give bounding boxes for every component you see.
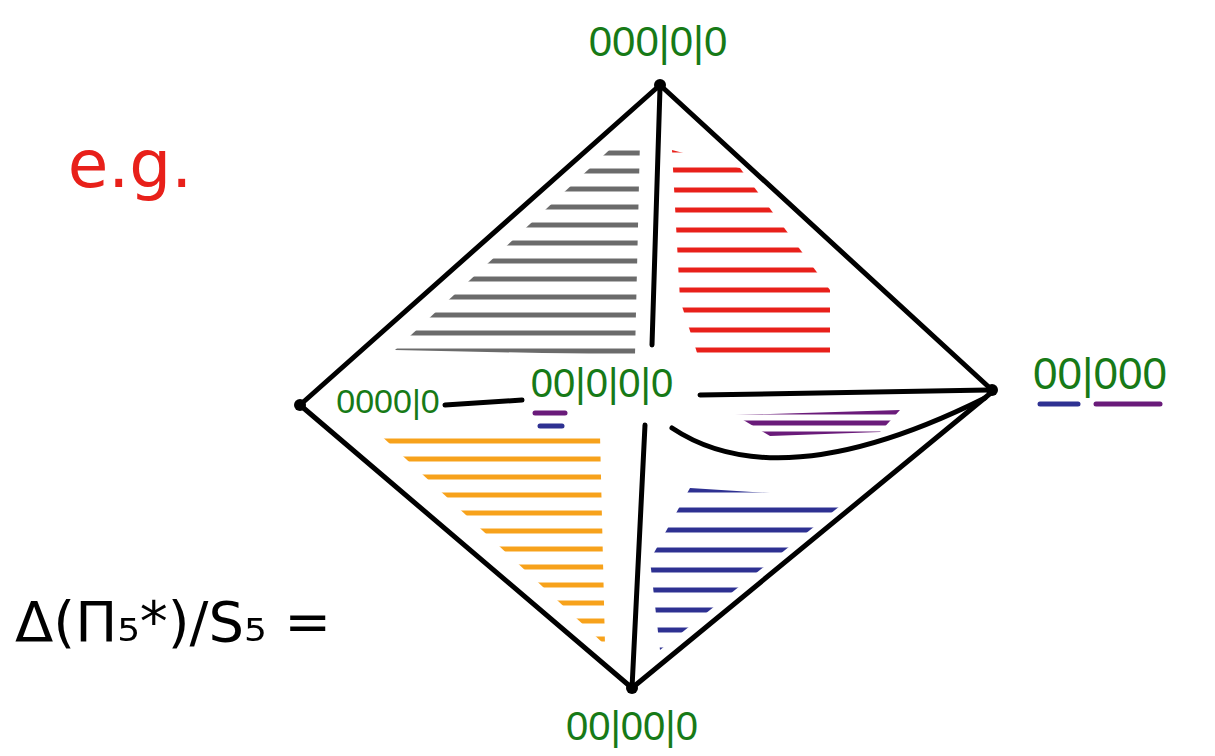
orange-face-hatch — [375, 430, 605, 645]
edge-line — [672, 398, 985, 458]
underline-mark — [1040, 402, 1078, 407]
vertex-dot — [986, 384, 998, 396]
red-face-hatch — [672, 150, 830, 362]
vertex-label: 00|00|0 — [566, 703, 698, 749]
edge-line — [660, 85, 992, 390]
underline-mark — [540, 424, 562, 429]
vertex-dot — [294, 399, 306, 411]
vertex-label: 00|0|0|0 — [531, 360, 673, 406]
edge-line — [632, 392, 992, 688]
underline-mark — [535, 411, 565, 416]
edge-line — [300, 405, 632, 688]
underline-mark — [1096, 402, 1160, 407]
grey-face-hatch — [395, 140, 640, 355]
vertex-label: 000|0|0 — [589, 18, 728, 66]
edge-line — [652, 88, 660, 345]
edge-line — [445, 400, 522, 405]
blue-face-hatch — [650, 488, 850, 650]
vertex-dot — [626, 682, 638, 694]
vertex-label: 0000|0 — [336, 382, 439, 421]
purple-face-hatch — [735, 410, 900, 436]
vertex-dot — [654, 79, 666, 91]
formula-label: Δ(Π₅*)/S₅ = — [15, 590, 331, 654]
example-note: e.g. — [68, 127, 192, 203]
edge-line — [700, 390, 988, 395]
vertex-label: 00|000 — [1033, 349, 1167, 400]
edge-line — [300, 85, 660, 405]
edge-line — [632, 425, 645, 688]
